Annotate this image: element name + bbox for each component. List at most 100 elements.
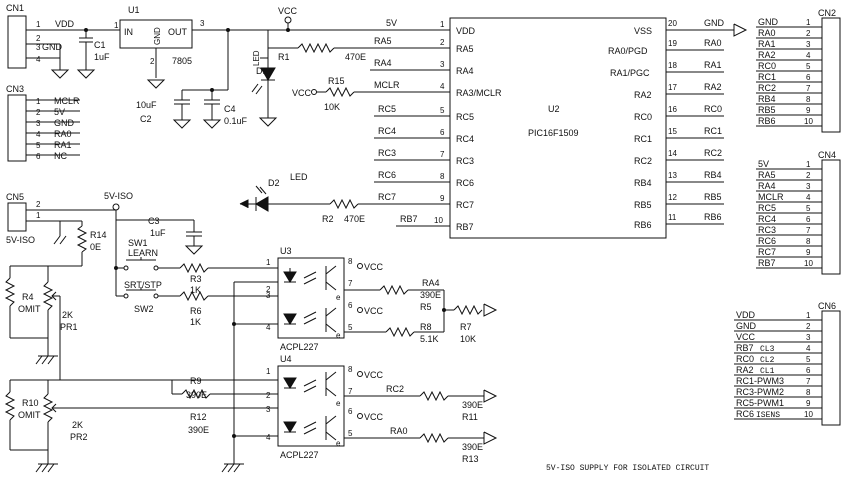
resistor-r2: R2 470E bbox=[282, 198, 370, 224]
cn2-pin4: 4 bbox=[806, 51, 811, 60]
u4-pin2: 2 bbox=[266, 391, 271, 400]
cn3-pin5: 5 bbox=[36, 141, 41, 150]
switch-sw1[interactable]: SW1 LEARN bbox=[114, 238, 181, 271]
r11-ref: R11 bbox=[462, 412, 478, 422]
c4-value: 0.1uF bbox=[224, 116, 248, 126]
cn4-net10: RB7 bbox=[758, 258, 776, 268]
cn6-note10: ISENS bbox=[756, 411, 780, 420]
capacitor-c1: C1 1uF bbox=[76, 28, 110, 79]
led-d1: D1 LED bbox=[251, 30, 298, 127]
u3-e1: e bbox=[336, 293, 341, 302]
u4-pin1: 1 bbox=[266, 367, 271, 376]
u4-part: ACPL227 bbox=[280, 450, 319, 460]
cn6-note4: CL3 bbox=[760, 345, 775, 354]
u3-pin8: 8 bbox=[348, 257, 353, 266]
resistor-r1: R1 470E RA5 bbox=[278, 36, 440, 62]
cn6-pin5: 5 bbox=[806, 355, 811, 364]
u4-pin8: 8 bbox=[348, 365, 353, 374]
resistor-r3: R3 1K bbox=[179, 262, 278, 295]
cn6-net4: RB7 bbox=[736, 343, 754, 353]
u4-pin6: 6 bbox=[348, 407, 353, 416]
r6-ref: R6 bbox=[190, 306, 202, 316]
r3-ref: R3 bbox=[190, 274, 202, 284]
cn3-pin6: 6 bbox=[36, 152, 41, 161]
c1-ref: C1 bbox=[94, 40, 106, 50]
cn4-net1: 5V bbox=[758, 159, 769, 169]
capacitor-c3: C3 1uF bbox=[148, 216, 204, 255]
u3-vcc2: VCC bbox=[364, 306, 384, 316]
r12-value: 390E bbox=[188, 425, 209, 435]
cn3-net1: MCLR bbox=[54, 96, 80, 106]
u2-pin12-name: RB5 bbox=[634, 200, 652, 210]
cn4-pin4: 4 bbox=[806, 193, 811, 202]
c2-ref: C2 bbox=[140, 114, 152, 124]
footnote-text: 5V-ISO SUPPLY FOR ISOLATED CIRCUIT bbox=[546, 464, 709, 473]
capacitor-c2: 10uF C2 bbox=[136, 30, 229, 129]
cn6-net5: RC0 bbox=[736, 354, 754, 364]
cn3-net2: 5V bbox=[54, 107, 65, 117]
connector-cn5: CN5 2 1 5V-ISO bbox=[6, 192, 116, 245]
cn4-pin8: 8 bbox=[806, 237, 811, 246]
r4-ref: R4 bbox=[22, 292, 34, 302]
cn4-net3: RA4 bbox=[758, 181, 776, 191]
u2-pin15-net: RC1 bbox=[704, 126, 722, 136]
u1-pin-gnd: 2 bbox=[150, 57, 155, 66]
cn3-pin4: 4 bbox=[36, 130, 41, 139]
u2-pin11-name: RB6 bbox=[634, 220, 652, 230]
u2-pin15-num: 15 bbox=[668, 127, 677, 136]
u2-right-pins: 20 VSS GND 19 RA0/PGD RA0 18 RA1/PGC RA1… bbox=[608, 18, 734, 230]
cn4-net8: RC6 bbox=[758, 236, 776, 246]
iso-supply-label: 5V-ISO bbox=[104, 191, 133, 201]
u2-pin16-net: RC0 bbox=[704, 104, 722, 114]
u1-out-label: OUT bbox=[168, 27, 188, 37]
r13-net: RA0 bbox=[390, 426, 408, 436]
u3-pin3: 3 bbox=[266, 291, 271, 300]
r3-value: 1K bbox=[190, 285, 201, 295]
cn2-net8: RB4 bbox=[758, 94, 776, 104]
cn1-pin2: 2 bbox=[36, 34, 41, 43]
r5-net: RA4 bbox=[422, 278, 440, 288]
iso-supply-node: 5V-ISO bbox=[104, 191, 194, 296]
cn2-pin5: 5 bbox=[806, 62, 811, 71]
cn3-pin1: 1 bbox=[36, 97, 41, 106]
u2-pin17-net: RA2 bbox=[704, 82, 722, 92]
u2-pin9-num: 9 bbox=[440, 194, 445, 203]
r8-ref: R8 bbox=[420, 322, 432, 332]
u2-pin18-net: RA1 bbox=[704, 60, 722, 70]
r9-value: 390E bbox=[186, 390, 207, 400]
cn2-net9: RB5 bbox=[758, 105, 776, 115]
u2-rc4-net: RC4 bbox=[378, 126, 396, 136]
c3-value: 1uF bbox=[150, 228, 166, 238]
u2-pin9-name: RC7 bbox=[456, 200, 474, 210]
u2-pin11-net: RB6 bbox=[704, 212, 722, 222]
r14-ref: R14 bbox=[90, 230, 107, 240]
cn3-net4: RA0 bbox=[54, 129, 72, 139]
cn2-pin3: 3 bbox=[806, 40, 811, 49]
r6-value: 1K bbox=[190, 317, 201, 327]
u1-in-label: IN bbox=[124, 27, 133, 37]
cn6-net1: VDD bbox=[736, 310, 756, 320]
u3-pin6: 6 bbox=[348, 301, 353, 310]
cn6-net2: GND bbox=[736, 321, 757, 331]
u2-pin13-num: 13 bbox=[668, 171, 677, 180]
u2-pin8-num: 8 bbox=[440, 172, 445, 181]
cn2-pin9: 9 bbox=[806, 106, 811, 115]
cn3-pin3: 3 bbox=[36, 119, 41, 128]
r10-value: OMIT bbox=[18, 410, 41, 420]
cn1-ref: CN1 bbox=[6, 3, 24, 13]
cn1-net-gnd: GND bbox=[42, 42, 63, 52]
vcc-label: VCC bbox=[278, 6, 298, 16]
cn2-ref: CN2 bbox=[818, 8, 836, 18]
switch-sw2[interactable]: SRT/STP SW2 bbox=[116, 280, 180, 314]
cn3-net5: RA1 bbox=[54, 140, 72, 150]
r7-value: 10K bbox=[460, 334, 476, 344]
cn4-net5: RC5 bbox=[758, 203, 776, 213]
u2-rc5-net: RC5 bbox=[378, 104, 396, 114]
cn2-net10: RB6 bbox=[758, 116, 776, 126]
cn2-pin1: 1 bbox=[806, 18, 811, 27]
cn6-note6: CL1 bbox=[760, 367, 775, 376]
r13-value: 390E bbox=[462, 442, 483, 452]
u2-pin10-num: 10 bbox=[434, 216, 443, 225]
cn4-net2: RA5 bbox=[758, 170, 776, 180]
